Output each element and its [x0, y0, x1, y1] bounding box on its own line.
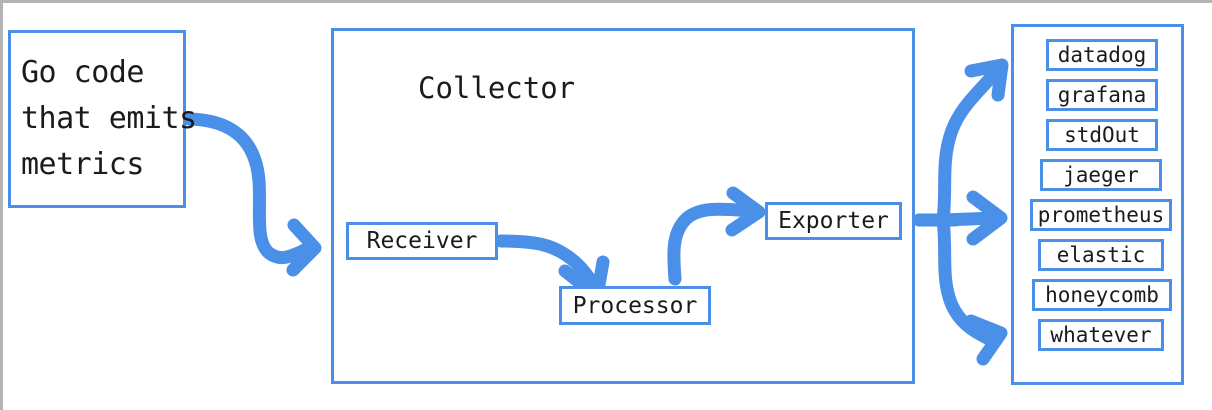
collector-title: Collector [418, 71, 576, 105]
arrow-fanout-top [936, 68, 1000, 227]
arrow-source-to-collector [182, 112, 312, 265]
arrow-fanout-middle [936, 211, 1002, 227]
arrow-fanout-middle-head [966, 190, 1008, 246]
source-line-3: metrics [21, 147, 144, 182]
arrow-source-to-collector-head [286, 218, 322, 277]
source-code-box: Go code that emits metrics [8, 30, 197, 208]
backend-chip-stdOut[interactable]: stdOut [1046, 119, 1158, 151]
backend-chip-honeycomb[interactable]: honeycomb [1032, 279, 1172, 311]
arrow-fanout-bottom-head [964, 314, 1008, 366]
source-line-2: that emits [21, 101, 197, 136]
backend-chip-elastic[interactable]: elastic [1038, 239, 1164, 271]
backend-chip-datadog[interactable]: datadog [1046, 39, 1158, 71]
processor-node[interactable]: Processor [559, 286, 711, 325]
arrow-fanout-bottom [936, 213, 1000, 348]
backend-chip-prometheus[interactable]: prometheus [1030, 199, 1172, 231]
backend-chip-grafana[interactable]: grafana [1046, 79, 1158, 111]
receiver-node[interactable]: Receiver [346, 222, 498, 260]
backends-container: datadog grafana stdOut jaeger prometheus elas… [1011, 24, 1184, 385]
source-line-1: Go code [21, 55, 144, 90]
arrow-fanout-top-head [964, 58, 1009, 102]
exporter-node[interactable]: Exporter [765, 202, 902, 240]
backend-chip-whatever[interactable]: whatever [1038, 319, 1164, 351]
backend-chip-jaeger[interactable]: jaeger [1040, 159, 1162, 191]
